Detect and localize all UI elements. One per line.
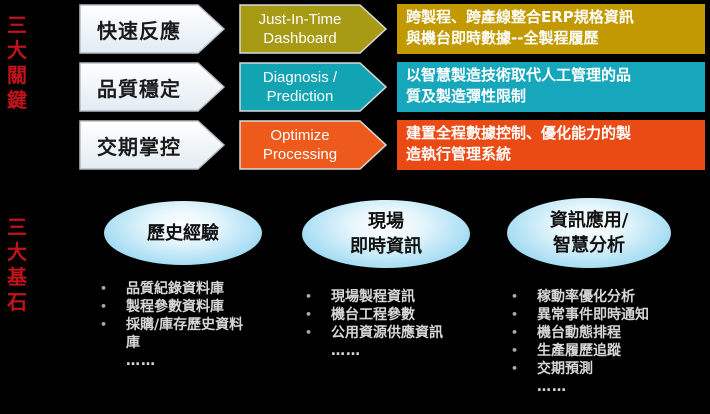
list-item: • 異常事件即時通知 xyxy=(511,306,649,324)
bullet-icon: • xyxy=(511,344,519,357)
list-item-text: 稼動率優化分析 xyxy=(537,289,635,305)
list-item: • 生產履歷追蹤 xyxy=(511,342,649,360)
row-3-description-line-2: 造執行管理系統 xyxy=(406,145,512,163)
row-2-description-line-1: 以智慧製造技術取代人工管理的品 xyxy=(406,66,632,84)
list-item: • 現場製程資訊 xyxy=(305,288,443,306)
row-3-left-arrow-shape xyxy=(79,120,226,170)
list-item-text: 製程參數資料庫 xyxy=(126,299,224,315)
list-item-text: 現場製程資訊 xyxy=(331,289,415,305)
row-1-left-label: 快速反應 xyxy=(97,18,181,43)
three-foundations-title: 三 大 基 石 xyxy=(5,215,29,315)
bullet-icon: • xyxy=(511,326,519,339)
three-keys-char-4: 鍵 xyxy=(7,88,27,112)
pillar-1-title-line-1: 歷史經驗 xyxy=(147,222,219,244)
pillar-1-list: • 品質紀錄資料庫 • 製程參數資料庫 • 採購/庫存歷史資料 庫 …… xyxy=(100,280,244,370)
bullet-icon: • xyxy=(511,308,519,321)
list-item-text: 公用資源供應資訊 xyxy=(331,325,443,341)
bullet-icon: • xyxy=(100,318,108,331)
bullet-icon: • xyxy=(305,290,313,303)
list-item: • 品質紀錄資料庫 xyxy=(100,280,243,298)
row-3-mid-arrow-shape xyxy=(239,120,388,170)
pillar-3-list: • 稼動率優化分析 • 異常事件即時通知 • 機台動態排程 • 生產履歷追蹤 • 交期預測… xyxy=(511,288,649,396)
bullet-icon: • xyxy=(100,300,108,313)
row-3-description-line-1: 建置全程數據控制、優化能力的製 xyxy=(406,124,632,142)
list-item: • 公用資源供應資訊 xyxy=(305,324,443,342)
row-2-left-label: 品質穩定 xyxy=(97,76,181,101)
three-keys-char-3: 關 xyxy=(7,63,27,87)
list-item-text: 異常事件即時通知 xyxy=(537,307,649,323)
row-2-mid-label-line-2: Prediction xyxy=(266,88,334,105)
list-item-text: 品質紀錄資料庫 xyxy=(126,281,224,297)
row-2-left-arrow-shape xyxy=(79,62,226,112)
list-item: • 機台工程參數 xyxy=(305,306,443,324)
row-1-mid-label-line-2: Dashboard xyxy=(263,30,337,47)
row-1-mid-arrow-shape xyxy=(239,4,388,54)
three-foundations-char-2: 大 xyxy=(7,240,27,264)
pillar-2-title-line-1: 現場 xyxy=(368,211,404,232)
row-3-left-label: 交期掌控 xyxy=(97,134,181,159)
list-more: …… xyxy=(126,353,156,369)
row-1-description-line-2: 與機台即時數據--全製程履歷 xyxy=(406,29,599,47)
row-2-mid-label: Diagnosis / Prediction xyxy=(240,63,360,111)
three-foundations-char-4: 石 xyxy=(7,290,27,314)
bullet-icon: • xyxy=(100,282,108,295)
bullet-icon: • xyxy=(511,290,519,303)
row-1-description: 跨製程、跨產線整合ERP規格資訊 與機台即時數據--全製程履歷 xyxy=(397,4,705,54)
bullet-icon: • xyxy=(305,308,313,321)
bullet-icon: • xyxy=(511,362,519,375)
list-item-text: 機台動態排程 xyxy=(537,325,621,341)
three-foundations-char-1: 三 xyxy=(7,215,27,239)
list-item-text: 庫 xyxy=(126,335,140,351)
row-2-mid-arrow-shape xyxy=(239,62,388,112)
list-item-text: 交期預測 xyxy=(537,361,593,377)
row-1-mid-label: Just-In-Time Dashboard xyxy=(240,5,360,53)
pillar-2-title-line-2: 即時資訊 xyxy=(350,236,422,257)
list-more: …… xyxy=(537,379,567,395)
row-3-mid-label-line-1: Optimize xyxy=(270,127,330,144)
row-3-mid-label-line-2: Processing xyxy=(262,146,338,163)
list-item-text: 採購/庫存歷史資料 xyxy=(126,317,244,333)
list-item: • 稼動率優化分析 xyxy=(511,288,649,306)
bullet-icon: • xyxy=(305,326,313,339)
three-foundations-char-3: 基 xyxy=(7,265,27,289)
row-1-description-line-1: 跨製程、跨產線整合ERP規格資訊 xyxy=(406,8,634,26)
list-item: • 機台動態排程 xyxy=(511,324,649,342)
row-1-left-arrow-shape xyxy=(79,4,226,54)
list-item: • 製程參數資料庫 xyxy=(100,298,243,316)
pillar-2-list: • 現場製程資訊 • 機台工程參數 • 公用資源供應資訊 …… xyxy=(305,288,443,360)
list-item: • 採購/庫存歷史資料 xyxy=(100,316,244,334)
row-1-mid-label-line-1: Just-In-Time xyxy=(258,11,342,28)
three-keys-char-1: 三 xyxy=(7,13,27,37)
pillar-2-ellipse: 現場 即時資訊 xyxy=(302,200,470,268)
row-3-description: 建置全程數據控制、優化能力的製 造執行管理系統 xyxy=(397,120,705,170)
pillar-3-ellipse: 資訊應用/ 智慧分析 xyxy=(507,198,671,268)
row-3-mid-label: Optimize Processing xyxy=(240,121,360,169)
pillar-1-ellipse: 歷史經驗 xyxy=(104,201,262,265)
list-item: • 交期預測 xyxy=(511,360,649,378)
pillar-3-title-line-1: 資訊應用/ xyxy=(549,210,629,231)
three-keys-title: 三 大 關 鍵 xyxy=(5,13,29,113)
list-item: 庫 xyxy=(126,334,243,352)
list-more: …… xyxy=(331,343,361,359)
three-keys-char-2: 大 xyxy=(7,38,27,62)
pillar-3-title-line-2: 智慧分析 xyxy=(553,235,625,256)
row-2-mid-label-line-1: Diagnosis / xyxy=(262,69,338,86)
row-2-description: 以智慧製造技術取代人工管理的品 質及製造彈性限制 xyxy=(397,62,705,112)
list-item-text: 生產履歷追蹤 xyxy=(537,343,621,359)
row-2-description-line-2: 質及製造彈性限制 xyxy=(406,87,527,105)
list-item-text: 機台工程參數 xyxy=(331,307,415,323)
